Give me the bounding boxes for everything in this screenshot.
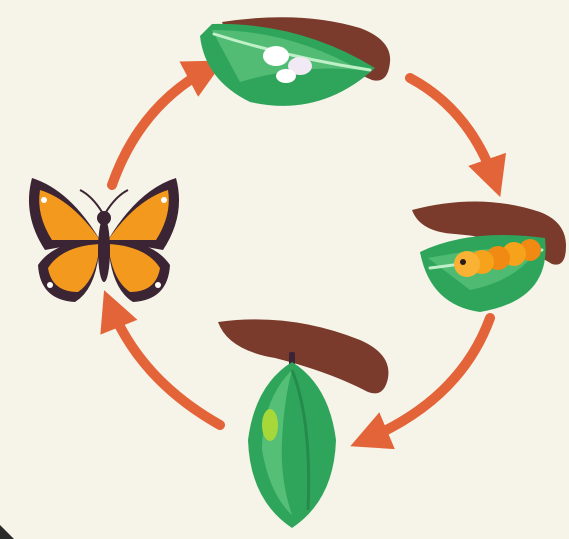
- caterpillar-on-leaf-icon: [412, 201, 566, 312]
- eggs-on-leaf-icon: [200, 17, 390, 106]
- chrysalis-on-branch-icon: [218, 319, 388, 528]
- arrow-egg-to-larva: [410, 78, 495, 182]
- arrow-pupa-to-adult: [110, 305, 220, 425]
- arrow-adult-to-egg: [112, 68, 210, 185]
- butterfly-icon: [29, 178, 179, 302]
- corner-shape: [0, 515, 14, 539]
